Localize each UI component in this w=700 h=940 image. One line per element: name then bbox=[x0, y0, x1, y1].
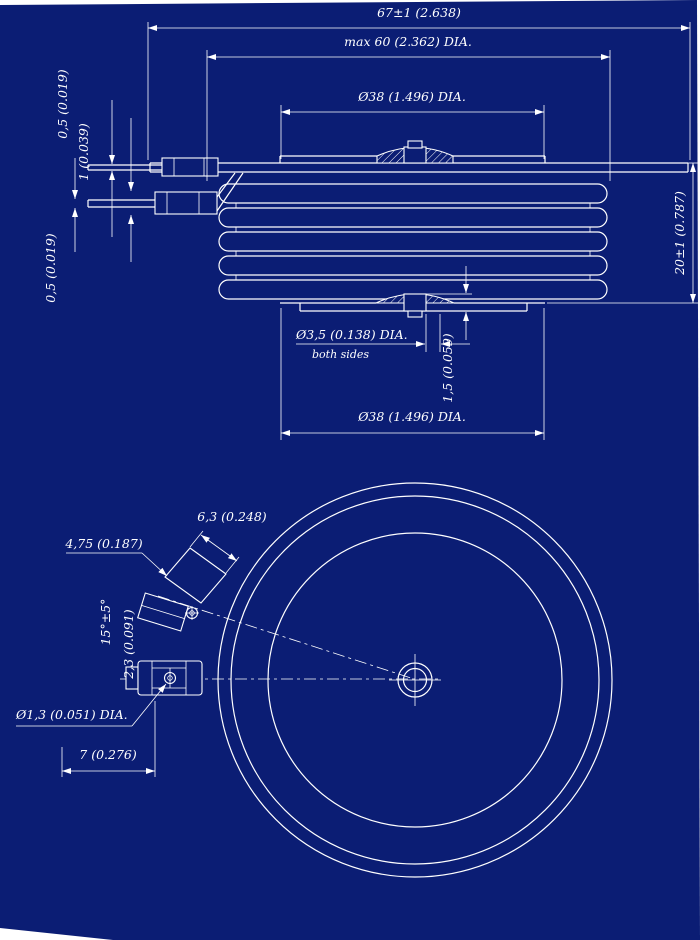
upper-lead-blade bbox=[164, 547, 227, 604]
dim-gate-hole-label: Ø3,5 (0.138) DIA. bbox=[295, 327, 408, 342]
dim-lead-mid-label: 1 (0.039) bbox=[76, 123, 91, 181]
dim-lead-angle-label: 15°±5° bbox=[98, 599, 113, 646]
dim-tab-small-width-label: 4,75 (0.187) bbox=[64, 536, 142, 551]
gate-leads-side bbox=[87, 157, 244, 215]
dim-overall-width-label: 67±1 (2.638) bbox=[377, 5, 461, 20]
angled-centerline bbox=[157, 595, 415, 680]
dim-height-label: 20±1 (0.787) bbox=[672, 191, 687, 276]
bottom-pole bbox=[280, 293, 545, 318]
top-pole bbox=[279, 140, 546, 164]
upper-lead-connector bbox=[161, 157, 219, 177]
outer-flange-circle bbox=[217, 482, 613, 878]
side-view: 67±1 (2.638) max 60 (2.362) DIA. Ø38 (1.… bbox=[43, 5, 698, 440]
dimensions-side: 67±1 (2.638) max 60 (2.362) DIA. Ø38 (1.… bbox=[43, 5, 698, 440]
lower-lead-connector bbox=[154, 191, 218, 215]
bottom-gate-slot bbox=[403, 293, 427, 312]
top-gate-cap bbox=[407, 140, 423, 149]
dim-edge-distance-label: 7 (0.276) bbox=[79, 747, 137, 762]
top-gate-slot bbox=[403, 146, 427, 164]
bottom-gate-cap bbox=[407, 310, 423, 318]
dim-top-pole-dia-label: Ø38 (1.496) DIA. bbox=[357, 89, 466, 104]
pole-face-circle bbox=[267, 532, 563, 828]
dim-gate-depth-label: 1,5 (0.059) bbox=[440, 333, 455, 403]
dim-hole-dia-label: Ø1,3 (0.051) DIA. bbox=[15, 707, 128, 722]
dim-lead-upper-label: 0,5 (0.019) bbox=[55, 69, 70, 139]
dim-lead-offset-label: 2,3 (0.091) bbox=[121, 609, 136, 680]
gate-lead-upper-plan bbox=[137, 547, 227, 632]
dimensions-plan: 6,3 (0.248) 4,75 (0.187) 15°±5° 2,3 (0.0… bbox=[15, 509, 267, 777]
dim-max-dia-label: max 60 (2.362) DIA. bbox=[344, 34, 472, 49]
plan-view: 6,3 (0.248) 4,75 (0.187) 15°±5° 2,3 (0.0… bbox=[15, 482, 613, 878]
dim-gate-hole-note: both sides bbox=[312, 348, 369, 361]
dim-tab-width-label: 6,3 (0.248) bbox=[197, 509, 267, 524]
body-circle bbox=[230, 495, 600, 865]
gate-lead-lower-plan bbox=[125, 660, 203, 696]
dim-bottom-pole-dia-label: Ø38 (1.496) DIA. bbox=[357, 409, 466, 424]
center-hole bbox=[389, 654, 441, 706]
dim-lead-lower-label: 0,5 (0.019) bbox=[43, 233, 58, 303]
